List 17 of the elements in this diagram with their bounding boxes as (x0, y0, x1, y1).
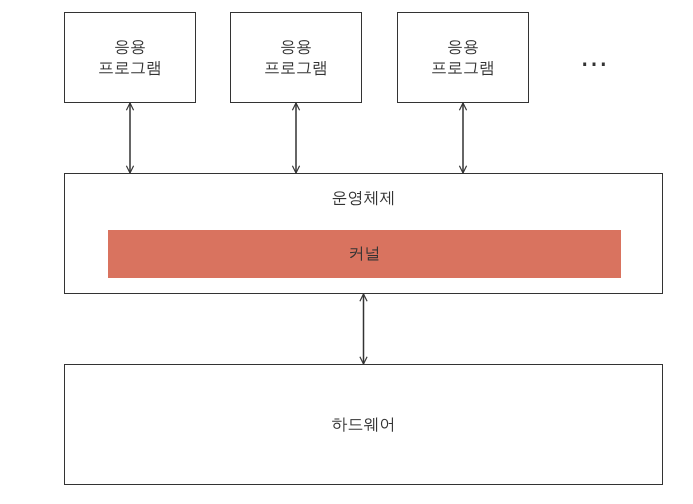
component-box (64, 173, 663, 294)
box-label: 운영체제 (330, 188, 396, 209)
component-box (230, 12, 362, 103)
component-box (64, 364, 663, 485)
double-arrow (359, 293, 368, 365)
component-box (397, 12, 529, 103)
component-box (64, 12, 196, 103)
box-label: 하드웨어 (330, 414, 396, 435)
double-arrow (458, 102, 468, 174)
double-arrow (126, 102, 134, 174)
ellipsis-label: … (580, 40, 608, 73)
box-label: 응용 프로그램 (97, 36, 163, 78)
box-label: 응용 프로그램 (263, 36, 329, 78)
box-label: 응용 프로그램 (430, 36, 496, 78)
kernel-bar (108, 230, 621, 278)
double-arrow (292, 102, 300, 174)
box-label: 커널 (348, 244, 382, 264)
